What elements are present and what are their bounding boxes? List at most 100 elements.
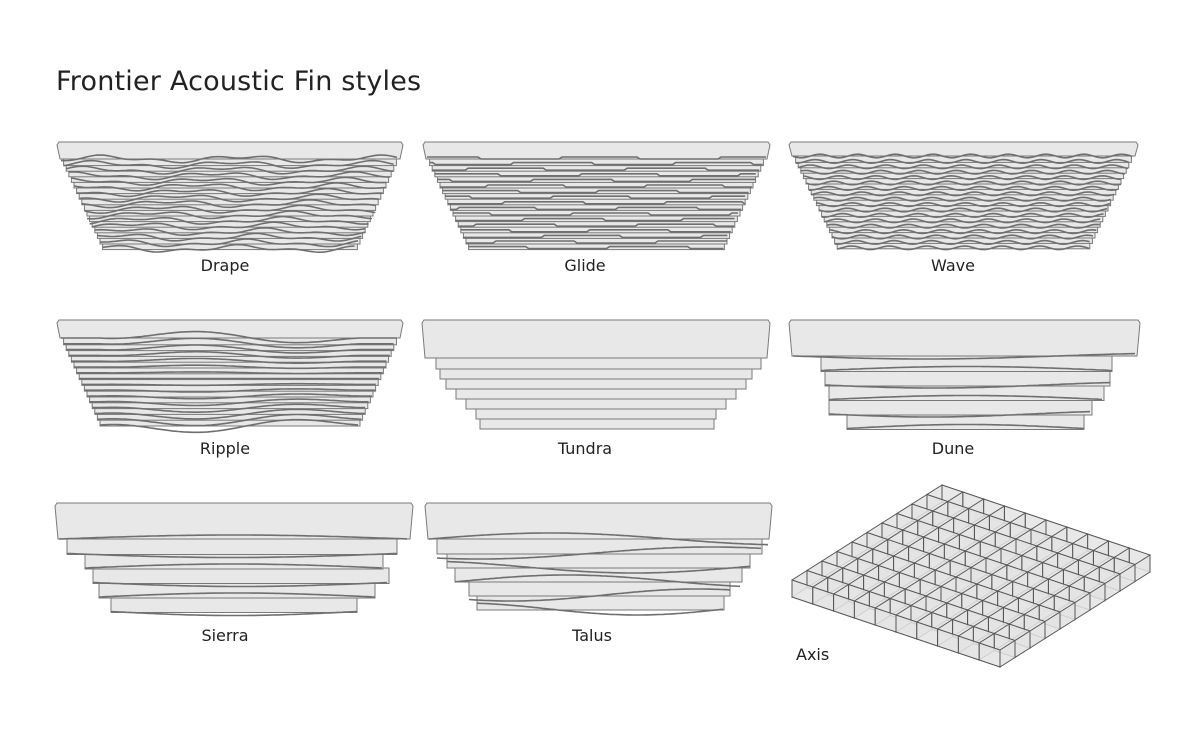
fin-panel-sierra (54, 502, 414, 617)
fin-edge-line (98, 592, 376, 598)
fin-layer (66, 538, 398, 555)
fin-edge-line (463, 234, 728, 239)
fin-edge-line (437, 178, 756, 183)
fin-edge-line (66, 552, 398, 559)
fin-panel-ripple (56, 319, 404, 434)
fin-edge-line (828, 394, 1103, 401)
fin-edge-line (68, 170, 390, 181)
fin-edge-line (63, 337, 394, 349)
fin-layer (465, 397, 727, 410)
fin-edge-line (442, 189, 749, 194)
fin-layer (110, 596, 358, 613)
fin-slab (788, 141, 1139, 157)
style-label-drape: Drape (200, 256, 250, 275)
fin-layer (92, 567, 390, 584)
fin-edge-line (810, 191, 1115, 197)
fin-edge-line (460, 229, 731, 233)
fin-panel-dune (788, 319, 1141, 430)
fin-slab (421, 319, 771, 359)
fin-edge-line (81, 198, 376, 209)
fin-edge-line (65, 165, 394, 175)
fin-edge-line (468, 245, 724, 250)
fin-edge-line (824, 381, 1111, 389)
fin-edge-line (803, 174, 1122, 181)
fin-edge-line (834, 239, 1090, 246)
fin-edge-line (92, 403, 366, 413)
style-label-ripple: Ripple (199, 439, 251, 458)
fin-edge-line (813, 196, 1112, 202)
fin-edge-line (81, 382, 376, 387)
fin-edge-line (84, 388, 376, 393)
fin-edge-line (71, 176, 387, 187)
fin-edge-line (63, 159, 394, 170)
fin-edge-line (808, 185, 1118, 192)
fin-panel-glide (422, 141, 771, 251)
fin-edge-line (97, 413, 362, 427)
fin-layer (455, 387, 737, 400)
style-label-dune: Dune (931, 439, 975, 458)
fin-slab (424, 502, 773, 540)
fin-edge-line (76, 187, 383, 198)
fin-edge-line (454, 574, 741, 588)
fin-edge-line (826, 223, 1100, 229)
grid-fin (999, 639, 1016, 668)
fin-edge-line (795, 158, 1129, 165)
fin-edge-line (71, 357, 387, 364)
fin-edge-line (820, 365, 1113, 372)
fin-edge-line (458, 223, 735, 227)
fin-edge-line (846, 423, 1085, 430)
fin-edge-line (84, 563, 383, 569)
fin-edge-line (102, 243, 355, 253)
fin-edge-line (73, 182, 387, 192)
fin-panel-drape (56, 141, 404, 253)
fin-edge-line (805, 180, 1122, 186)
fin-edge-line (445, 195, 746, 199)
fin-edge-line (432, 167, 760, 171)
style-label-axis: Axis (796, 645, 830, 664)
fin-edge-line (68, 350, 390, 359)
fin-layer (454, 566, 743, 583)
fin-edge-line (60, 154, 398, 164)
fin-layer (475, 407, 717, 420)
style-label-sierra: Sierra (201, 626, 249, 645)
fin-edge-line (94, 408, 365, 420)
fin-edge-line (76, 371, 383, 375)
fin-edge-line (446, 560, 751, 574)
fin-edge-line (828, 410, 1091, 418)
fin-edge-line (831, 234, 1094, 240)
fin-edge-line (468, 588, 731, 602)
page-title: Frontier Acoustic Fin styles (56, 66, 422, 97)
fin-edge-line (792, 153, 1133, 159)
fin-edge-line (823, 218, 1101, 224)
fin-edge-line (466, 240, 727, 244)
fin-slab (56, 319, 404, 339)
fin-edge-line (92, 581, 388, 588)
fin-panel-tundra (421, 319, 771, 430)
style-label-tundra: Tundra (557, 439, 613, 458)
fin-panel-wave (788, 141, 1139, 251)
fin-edge-line (836, 245, 1090, 251)
fin-edge-line (434, 173, 756, 177)
fin-edge-line (476, 602, 724, 616)
fin-edge-line (792, 352, 1136, 360)
fin-edge-line (800, 169, 1125, 175)
fin-edge-line (99, 238, 359, 248)
fin-edge-line (818, 207, 1108, 213)
style-label-talus: Talus (572, 626, 612, 645)
fin-edge-line (91, 221, 366, 231)
fin-edge-line (829, 228, 1097, 235)
fin-slab (422, 141, 771, 160)
fin-edge-line (97, 232, 362, 242)
fin-layer (445, 377, 747, 390)
style-label-glide: Glide (564, 256, 606, 275)
fin-slab (56, 141, 404, 160)
fin-edge-line (428, 532, 769, 546)
fin-edge-line (453, 212, 738, 216)
fin-edge-line (74, 364, 386, 370)
fin-edge-line (94, 226, 366, 237)
fin-edge-line (797, 164, 1129, 170)
fin-edge-line (84, 204, 376, 214)
style-label-wave: Wave (931, 256, 975, 275)
fin-edge-line (821, 212, 1104, 219)
